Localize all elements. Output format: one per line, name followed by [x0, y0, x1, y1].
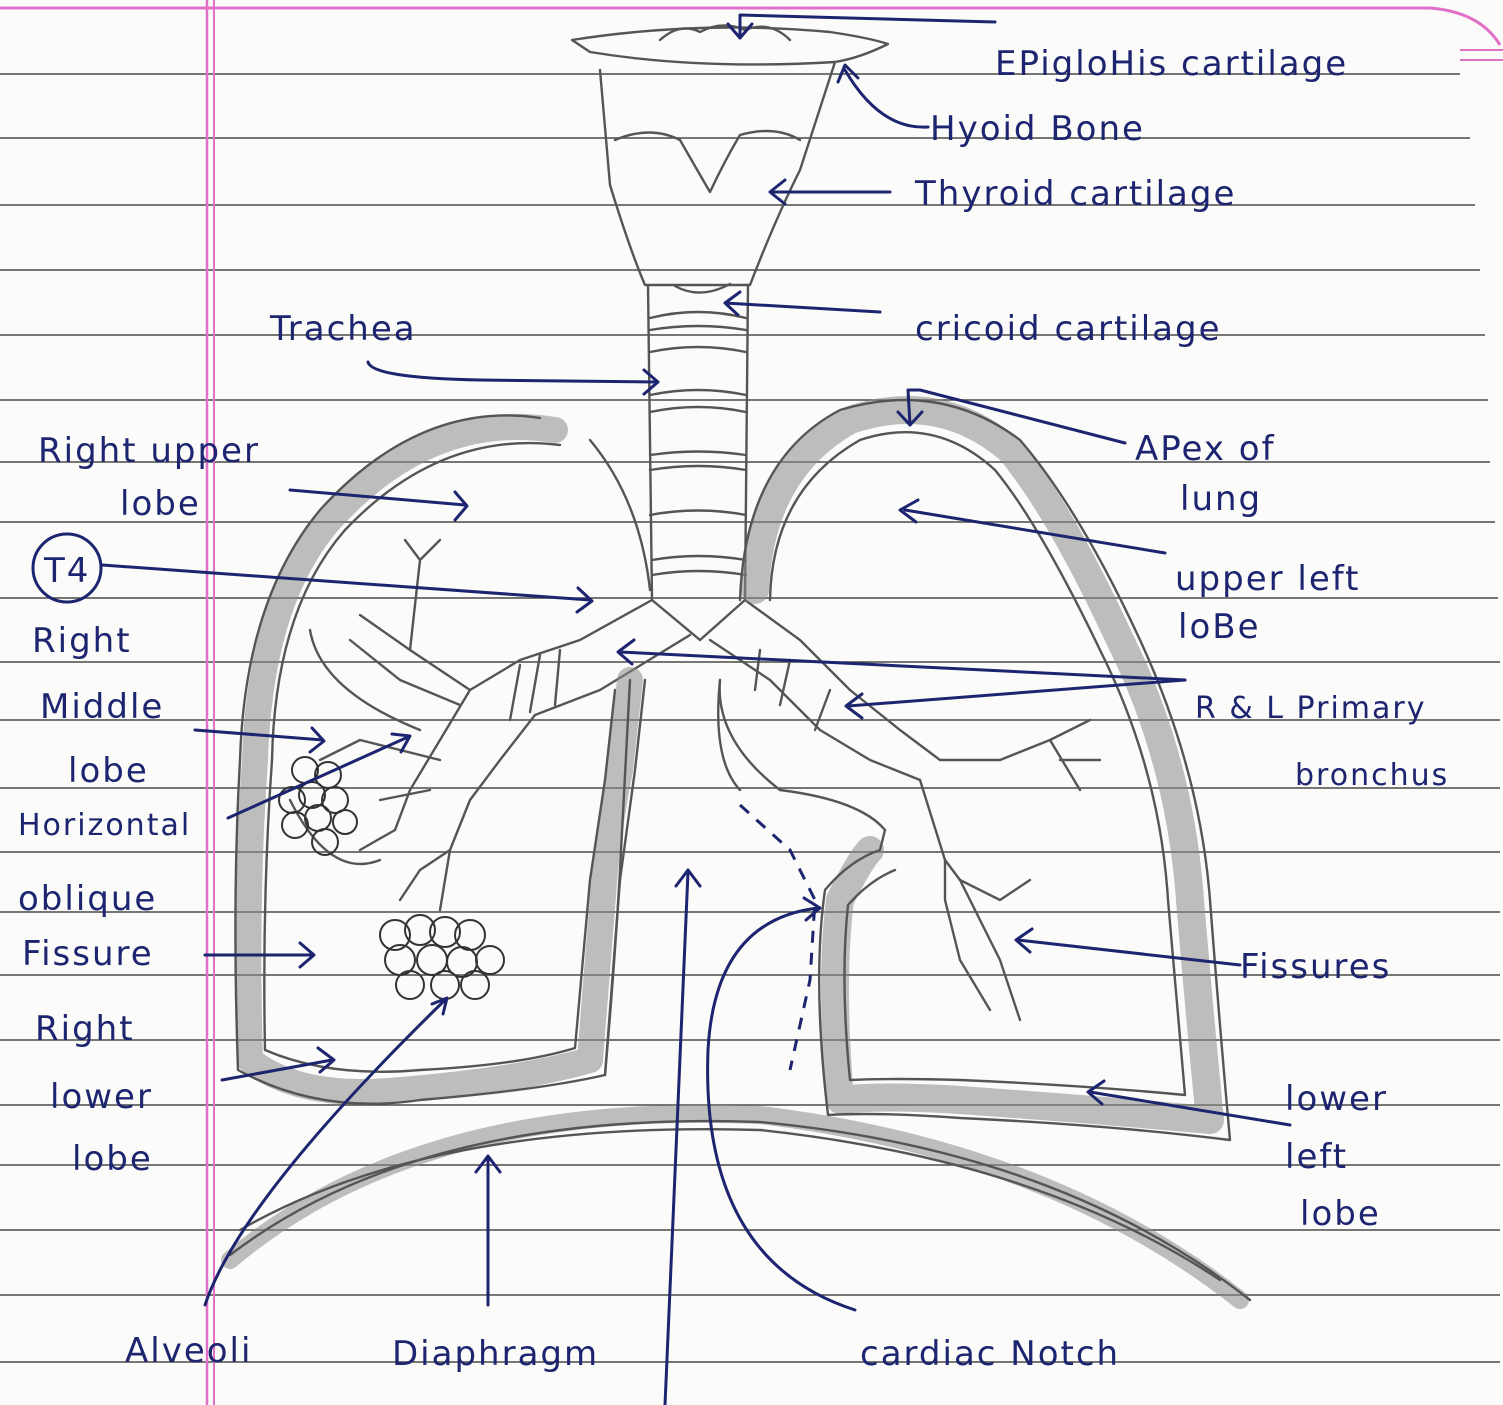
label-oblique-1: oblique	[18, 879, 157, 919]
label-right-lower-2: lower	[50, 1077, 153, 1117]
label-horizontal: Horizontal	[18, 808, 191, 843]
bronchial-tree	[320, 540, 1100, 1020]
label-epiglottis: EPigloHis cartilage	[995, 44, 1348, 84]
label-thyroid: Thyroid cartilage	[914, 174, 1236, 214]
label-apex-2: lung	[1180, 479, 1262, 519]
label-rl-bronchus-2: bronchus	[1295, 758, 1449, 793]
annotation-arrows	[102, 15, 1290, 1405]
label-cricoid: cricoid cartilage	[915, 309, 1222, 349]
labels: EPigloHis cartilage Hyoid Bone Thyroid c…	[18, 44, 1449, 1374]
label-oblique-2: Fissure	[22, 934, 154, 974]
label-diaphragm: Diaphragm	[392, 1334, 599, 1374]
label-right-upper-2: lobe	[120, 484, 201, 524]
label-right-middle-2: Middle	[40, 687, 164, 727]
diaphragm-shape	[230, 1114, 1250, 1300]
label-cardiac-notch: cardiac Notch	[860, 1334, 1120, 1374]
label-right-middle-1: Right	[32, 621, 132, 661]
label-upper-left-1: upper left	[1175, 559, 1360, 599]
label-t4: T4	[43, 551, 90, 591]
label-lower-left-1: lower	[1285, 1079, 1388, 1119]
label-right-upper-1: Right upper	[38, 431, 260, 471]
label-right-lower-3: lobe	[72, 1139, 153, 1179]
label-fissures: Fissures	[1240, 947, 1391, 987]
label-right-lower-1: Right	[35, 1009, 135, 1049]
larynx	[572, 25, 888, 292]
label-lower-left-3: lobe	[1300, 1194, 1381, 1234]
label-upper-left-2: loBe	[1178, 607, 1261, 647]
label-right-middle-3: lobe	[68, 751, 149, 791]
label-rl-bronchus-1: R & L Primary	[1195, 691, 1427, 726]
label-alveoli: Alveoli	[125, 1331, 252, 1371]
label-trachea: Trachea	[269, 309, 417, 349]
alveoli-clusters	[279, 757, 504, 999]
label-hyoid: Hyoid Bone	[930, 109, 1145, 149]
label-apex-1: APex of	[1135, 429, 1276, 469]
left-lung	[720, 400, 1230, 1140]
label-lower-left-2: left	[1285, 1137, 1348, 1177]
